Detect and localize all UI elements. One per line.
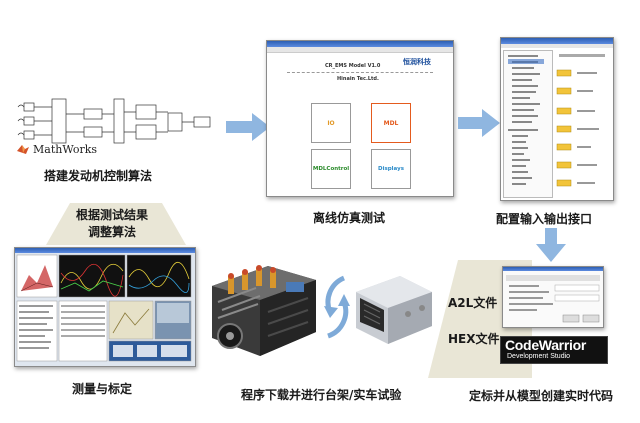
arrow-right-1: [226, 113, 270, 141]
label-build-control-algorithm: 搭建发动机控制算法: [44, 169, 153, 183]
arrow-down: [536, 228, 566, 262]
sim-block-displays[interactable]: Displays: [371, 149, 411, 189]
sim-block-mdl[interactable]: MDL: [371, 103, 411, 143]
sim-model-title: CR_EMS Model V1.0: [325, 63, 381, 69]
label-hex-file: HEX文件: [448, 332, 500, 346]
codewarrior-subtitle: Development Studio: [507, 353, 571, 360]
sim-block-io[interactable]: IO: [311, 103, 351, 143]
simulation-window: CR_EMS Model V1.0 Hinain Tec.Ltd. 恒润科技 I…: [266, 40, 454, 197]
codegen-window: [502, 266, 604, 328]
codewarrior-wordmark: CodeWarrior: [505, 337, 586, 353]
adjust-algorithm-trapezoid: [46, 203, 186, 245]
label-a2l-file: A2L文件: [448, 296, 498, 310]
sim-block-mdlcontrol[interactable]: MDLControl: [311, 149, 351, 189]
arrow-right-2: [458, 109, 500, 137]
mathworks-wordmark: MathWorks: [33, 142, 98, 156]
label-adjust-line1: 根据测试结果: [76, 208, 149, 222]
io-block-panel: [555, 50, 609, 196]
mathworks-membrane-icon: [17, 145, 29, 154]
engine-illustration: [212, 265, 316, 356]
label-download-bench-test: 程序下载并进行台架/实车试验: [241, 388, 402, 402]
label-configure-io: 配置输入输出接口: [496, 212, 593, 226]
mathworks-logo: MathWorks: [16, 141, 97, 157]
label-adjust-line2: 调整算法: [88, 225, 137, 239]
sim-brand: 恒润科技: [403, 58, 431, 66]
simulation-window-titlebar: [267, 41, 453, 47]
io-tree-panel: [503, 50, 553, 198]
label-calibrate-generate-code: 定标并从模型创建实时代码: [469, 389, 614, 403]
cycle-arrows: [324, 275, 350, 339]
sim-company: Hinain Tec.Ltd.: [337, 76, 379, 82]
simulink-model-diagram: [14, 95, 224, 155]
label-offline-simulation: 离线仿真测试: [313, 211, 386, 225]
calibration-window: [14, 247, 196, 367]
label-measurement-calibration: 测量与标定: [72, 382, 133, 396]
io-config-window: [500, 37, 614, 201]
ecu-module: [356, 276, 432, 344]
codewarrior-logo: CodeWarrior Development Studio: [500, 336, 608, 364]
io-config-titlebar: [501, 38, 613, 44]
